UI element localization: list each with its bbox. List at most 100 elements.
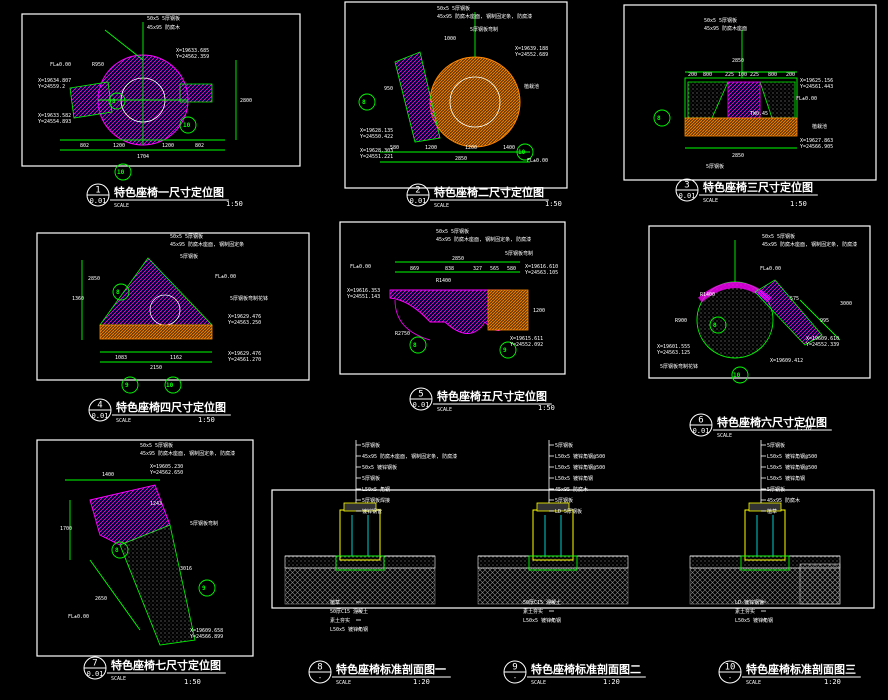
scale-value: 1:50 — [790, 200, 807, 208]
anno-2-3: X=19639.188 — [515, 46, 548, 52]
dim-4-2: 2150 — [150, 365, 162, 371]
drawing-title: 特色座椅一尺寸定位图 — [114, 185, 224, 199]
anno-4-6: Y=24563.250 — [228, 320, 261, 326]
anno-9-8: 素土夯实 — [523, 608, 543, 615]
drawing-ratio: 0.01 — [693, 427, 710, 435]
drawing-number: 1 — [95, 186, 100, 196]
anno-6-0: 50x5 5厚钢板 — [762, 233, 795, 240]
anno-7-0: 50x5 5厚钢板 — [140, 442, 173, 449]
scale-label: SCALE — [437, 407, 452, 413]
anno-4-7: X=19629.476 — [228, 351, 261, 357]
drawing-1-annotations: 50x5 5厚钢板 45x95 防腐木 X=19633.685 Y=24562.… — [38, 15, 252, 176]
anno-7-6: X=19609.658 — [190, 628, 223, 634]
anno-9-6: LD 5厚钢板 — [555, 508, 582, 515]
anno-9-5: 5厚钢板 — [555, 497, 573, 504]
drawing-ratio: 0.01 — [92, 412, 109, 420]
scale-value: 1:50 — [545, 200, 562, 208]
anno-2-7: Y=24550.422 — [360, 134, 393, 140]
anno-5-5: X=19616.353 — [347, 288, 380, 294]
anno-1-7: Y=24559.2 — [38, 84, 65, 90]
anno-6-2: FL±0.00 — [760, 266, 781, 272]
anno-8-8: 50厚C15 混凝土 — [330, 608, 368, 615]
ref-7-1: 9 — [202, 585, 206, 592]
ref-2-0: 8 — [362, 99, 366, 106]
ref-4-1: 9 — [125, 382, 129, 389]
anno-9-4: 45x95 防腐木 — [555, 486, 588, 493]
anno-6-4: X=19601.555 — [657, 344, 690, 350]
dim-5-3: 565 — [490, 266, 499, 272]
scale-value: 1:20 — [413, 678, 430, 686]
dim-1-5: 2800 — [240, 98, 252, 104]
dim-3-5: 800 — [768, 72, 777, 78]
drawing-6-annotations: 50x5 5厚钢板 45x95 防腐木座面, 钢制固定条, 防腐漆 FL±0.0… — [657, 233, 857, 379]
dim-5-1: 838 — [445, 266, 454, 272]
anno-2-8: X=19628.303 — [360, 148, 393, 154]
frame-5 — [339, 221, 566, 375]
dim-7-1: 1700 — [60, 526, 72, 532]
ref-7-0: 8 — [115, 547, 119, 554]
drawing-ratio: 0.01 — [87, 670, 104, 678]
anno-1-1: 45x95 防腐木 — [147, 24, 180, 31]
anno-3-1: 45x95 防腐木座面 — [704, 25, 747, 32]
scale-label: SCALE — [703, 198, 718, 204]
dim-4-3: 1360 — [72, 296, 84, 302]
anno-3-2: 2850 — [732, 58, 744, 64]
dim-2-3: 1400 — [503, 145, 515, 151]
anno-6-3: R1400 — [700, 292, 715, 298]
anno-1-4: R950 — [92, 62, 104, 68]
ref-6-1: 10 — [733, 372, 741, 379]
anno-10-7: LD 镀锌钢管 — [735, 599, 764, 606]
anno-5-6: Y=24551.143 — [347, 294, 380, 300]
drawing-title: 特色座椅四尺寸定位图 — [116, 400, 226, 414]
ref-1-2: 10 — [117, 169, 125, 176]
scale-value: 1:50 — [198, 416, 215, 424]
dim-4-4: 2850 — [88, 276, 100, 282]
anno-9-9: L50x5 镀锌角钢 — [523, 617, 561, 624]
ref-5-1: 9 — [503, 347, 507, 354]
anno-1-6: X=19634.807 — [38, 78, 71, 84]
anno-4-8: Y=24561.270 — [228, 357, 261, 363]
drawing-number: 6 — [698, 416, 703, 426]
anno-1-0: 50x5 5厚钢板 — [147, 15, 180, 22]
anno-4-2: 5厚钢板 — [180, 253, 198, 260]
anno-5-2: 5厚钢板弯制 — [505, 250, 533, 257]
anno-2-6: X=19628.135 — [360, 128, 393, 134]
anno-2-9: Y=24551.221 — [360, 154, 393, 160]
anno-6-6: 5厚钢板弯制花钵 — [660, 363, 698, 370]
dim-6-3: 995 — [820, 318, 829, 324]
anno-4-4: 5厚钢板弯制花钵 — [230, 295, 268, 302]
scale-value: 1:20 — [824, 678, 841, 686]
anno-8-5: 5厚钢板焊接 — [362, 497, 390, 504]
frame-1 — [21, 13, 301, 167]
ref-4-2: 10 — [166, 382, 174, 389]
dim-2-4: 2850 — [455, 156, 467, 162]
drawing-number: 7 — [92, 659, 97, 669]
anno-8-4: L50x5 角钢 — [362, 486, 390, 493]
drawing-5-geometry — [389, 261, 529, 359]
drawing-title: 特色座椅标准剖面图三 — [746, 662, 856, 676]
ref-5-0: 8 — [413, 342, 417, 349]
drawing-number: 9 — [512, 663, 517, 673]
anno-9-2: L50x5 镀锌角钢@500 — [555, 464, 605, 471]
ref-3-0: 8 — [657, 115, 661, 122]
anno-9-1: L50x5 镀锌角钢@500 — [555, 453, 605, 460]
anno-6-5: Y=24563.125 — [657, 350, 690, 356]
anno-6-7: X=19609.610 — [806, 336, 839, 342]
ref-1-0: 8 — [112, 98, 116, 105]
anno-8-10: L50x5 镀锌角钢 — [330, 626, 368, 633]
ref-2-1: 10 — [518, 149, 526, 156]
frame-3 — [623, 4, 877, 181]
drawing-ratio: 0.01 — [410, 197, 427, 205]
dim-1-0: 802 — [80, 143, 89, 149]
anno-8-6: 镀锌钢管 — [362, 508, 382, 515]
dim-2-5: 950 — [384, 86, 393, 92]
drawing-number: 4 — [97, 401, 102, 411]
drawing-3-annotations: 50x5 5厚钢板 45x95 防腐木座面 2850 X=19625.156 Y… — [657, 17, 833, 170]
scale-label: SCALE — [531, 680, 546, 686]
